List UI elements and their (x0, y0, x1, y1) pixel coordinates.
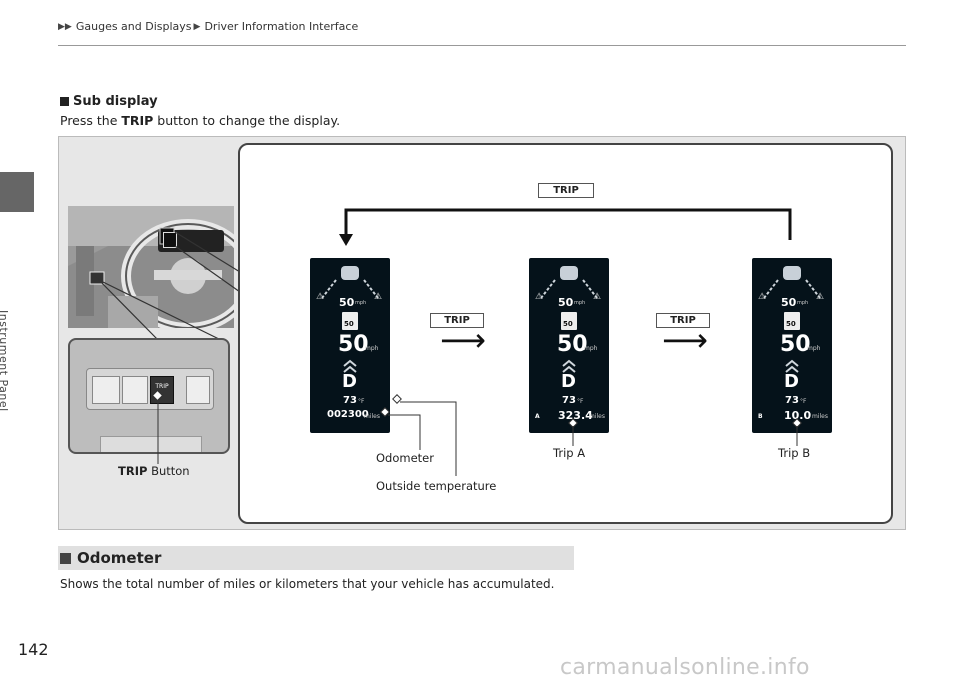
car-ahead-icon: ⚠ (374, 292, 383, 302)
speed-limit-sign: 50 (563, 320, 573, 328)
odometer-heading: Odometer (58, 546, 574, 570)
trip-label-1: TRIP (430, 313, 484, 328)
section-title: Sub display (73, 94, 158, 109)
temperature-readout: 73 (562, 395, 576, 406)
odometer-title: Odometer (77, 549, 162, 567)
temperature-readout: 73 (343, 395, 357, 406)
page-number: 142 (18, 640, 49, 659)
display-highlight-marker (163, 232, 177, 248)
trip-readout: 10.0 (784, 409, 812, 422)
odometer-readout: 002300 (327, 409, 369, 420)
trip-term: TRIP (121, 113, 154, 128)
watermark: carmanualsonline.info (560, 655, 810, 680)
trip-label-2: TRIP (656, 313, 710, 328)
breadcrumb: ▶▶ Gauges and Displays ▶ Driver Informat… (58, 20, 358, 33)
speed-readout: 50 (780, 332, 811, 357)
button-callout-line (151, 390, 164, 464)
outside-temp-callout: Outside temperature (376, 479, 497, 493)
trip-b-callout: Trip B (778, 446, 811, 460)
trip-label-top: TRIP (538, 183, 594, 198)
dashboard-illustration (68, 206, 234, 328)
speed-limit-sign: 50 (786, 320, 796, 328)
gear-indicator: D (561, 371, 576, 392)
speed-readout: 50 (338, 332, 369, 357)
car-ahead-icon: ⚠ (593, 292, 602, 302)
breadcrumb-item-driver-info[interactable]: Driver Information Interface (204, 20, 359, 33)
lane-watch-icon: ⚠ (758, 292, 767, 302)
odometer-description: Shows the total number of miles or kilom… (60, 577, 555, 591)
speed-limit-sign: 50 (344, 320, 354, 328)
square-bullet-icon (60, 552, 71, 564)
section-heading: Sub display (60, 94, 158, 109)
trip-a-callout: Trip A (553, 446, 586, 460)
header-rule (58, 45, 906, 46)
next-arrow-icon: ⟶ (662, 321, 708, 359)
lane-watch-icon: ⚠ (316, 292, 325, 302)
square-bullet-icon (60, 97, 69, 106)
odometer-callout: Odometer (376, 451, 434, 465)
gear-indicator: D (342, 371, 357, 392)
car-ahead-icon: ⚠ (816, 292, 825, 302)
breadcrumb-arrow-icon: ▶ (193, 21, 201, 32)
trip-button-caption: TRIP Button (118, 464, 190, 478)
trip-button-closeup: TRIP (68, 338, 230, 454)
speed-readout: 50 (557, 332, 588, 357)
next-arrow-icon: ⟶ (440, 321, 486, 359)
chapter-tab (0, 172, 34, 212)
trip-readout: 323.4 (558, 409, 593, 422)
breadcrumb-arrow-icon: ▶▶ (58, 21, 72, 32)
lane-watch-icon: ⚠ (535, 292, 544, 302)
section-intro: Press the TRIP button to change the disp… (60, 113, 341, 128)
gear-indicator: D (784, 371, 799, 392)
breadcrumb-item-gauges[interactable]: Gauges and Displays (75, 20, 192, 33)
temperature-readout: 73 (785, 395, 799, 406)
trip-physical-button[interactable]: TRIP (150, 376, 174, 404)
